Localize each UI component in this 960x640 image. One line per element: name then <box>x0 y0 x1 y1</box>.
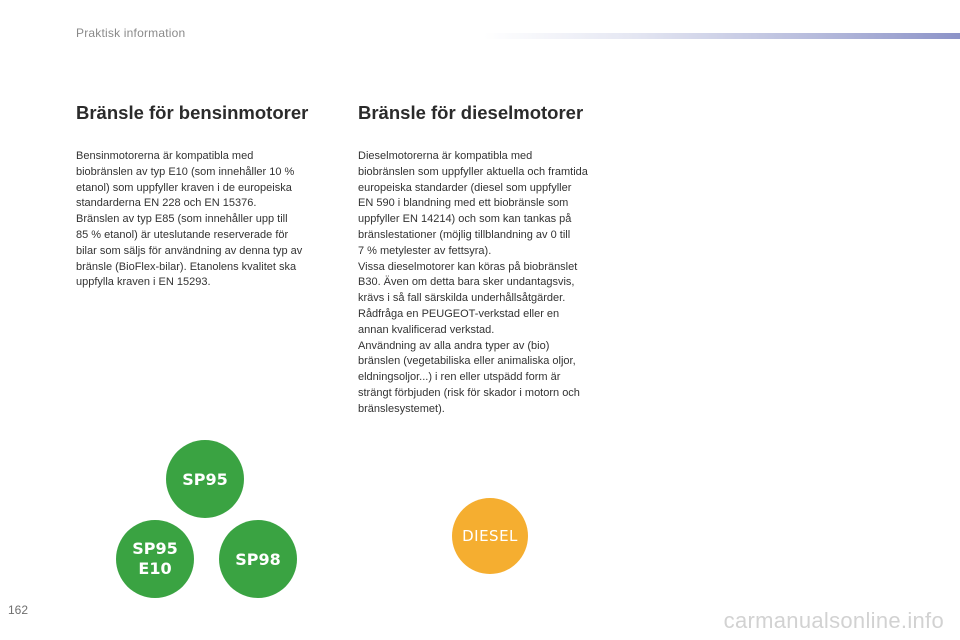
text-line: bränslen (vegetabiliska eller animaliska… <box>358 355 576 368</box>
text-line: Bensinmotorerna är kompatibla med <box>76 150 254 162</box>
sp95-badge-label: SP95 <box>182 469 228 489</box>
text-line: bilar som säljs för användning av denna … <box>76 244 303 257</box>
petrol-body-text: Bensinmotorerna är kompatibla med biobrä… <box>76 149 344 291</box>
text-line: EN 590 i blandning med ett biobränsle so… <box>358 197 569 210</box>
diesel-body-text: Dieselmotorerna är kompatibla med biobrä… <box>358 149 633 418</box>
text-line: uppfylla kraven i EN 15293. <box>76 276 211 289</box>
text-line: bränsle (BioFlex-bilar). Etanolens kvali… <box>76 260 297 273</box>
header-gradient-bar <box>484 33 960 39</box>
text-line: krävs i så fall särskilda underhållsåtgä… <box>358 292 566 305</box>
text-line: B30. Även om detta bara sker undantagsvi… <box>358 276 575 289</box>
text-line: biobränslen av typ E10 (som innehåller 1… <box>76 165 295 178</box>
diesel-fuel-badge: DIESEL <box>452 498 528 574</box>
sp95-e10-fuel-badge: SP95 E10 <box>116 520 194 598</box>
text-line: Rådfråga en PEUGEOT-verkstad eller en <box>358 307 560 320</box>
sp98-fuel-badge: SP98 <box>219 520 297 598</box>
diesel-badge-label: DIESEL <box>462 527 518 545</box>
text-line: 7 % metylester av fettsyra). <box>358 244 492 257</box>
text-line: Dieselmotorerna är kompatibla med <box>358 150 533 162</box>
page-number: 162 <box>8 603 29 617</box>
sp98-badge-label: SP98 <box>235 549 281 569</box>
sp95-fuel-badge: SP95 <box>166 440 244 518</box>
text-line: etanol) som uppfyller kraven i de europe… <box>76 181 292 194</box>
watermark: carmanualsonline.info <box>723 608 944 633</box>
sp95-e10-badge-label: SP95 E10 <box>132 539 178 579</box>
text-line: strängt förbjuden (risk för skador i mot… <box>358 386 580 399</box>
text-line: uppfyller EN 14214) och som kan tankas p… <box>358 213 572 226</box>
text-line: Bränslen av typ E85 (som innehåller upp … <box>76 213 288 226</box>
badge-label-line: SP95 <box>132 539 178 558</box>
text-line: biobränslen som uppfyller aktuella och f… <box>358 165 588 178</box>
text-line: standarderna EN 228 och EN 15376. <box>76 197 257 210</box>
diesel-heading: Bränsle för dieselmotorer <box>358 102 584 123</box>
text-line: eldningsoljor...) i ren eller utspädd fo… <box>358 371 561 384</box>
text-line: 85 % etanol) är uteslutande reserverade … <box>76 228 289 241</box>
text-line: bränslesystemet). <box>358 402 445 415</box>
section-title: Praktisk information <box>76 26 186 40</box>
text-line: europeiska standarder (diesel som uppfyl… <box>358 181 572 194</box>
text-line: Vissa dieselmotorer kan köras på biobrän… <box>358 260 578 273</box>
badge-label-line: E10 <box>138 559 172 578</box>
text-line: annan kvalificerad verkstad. <box>358 323 495 336</box>
text-line: Användning av alla andra typer av (bio) <box>358 339 550 352</box>
text-line: bränslestationer (möjlig tillblandning a… <box>358 228 571 241</box>
petrol-heading: Bränsle för bensinmotorer <box>76 102 309 123</box>
